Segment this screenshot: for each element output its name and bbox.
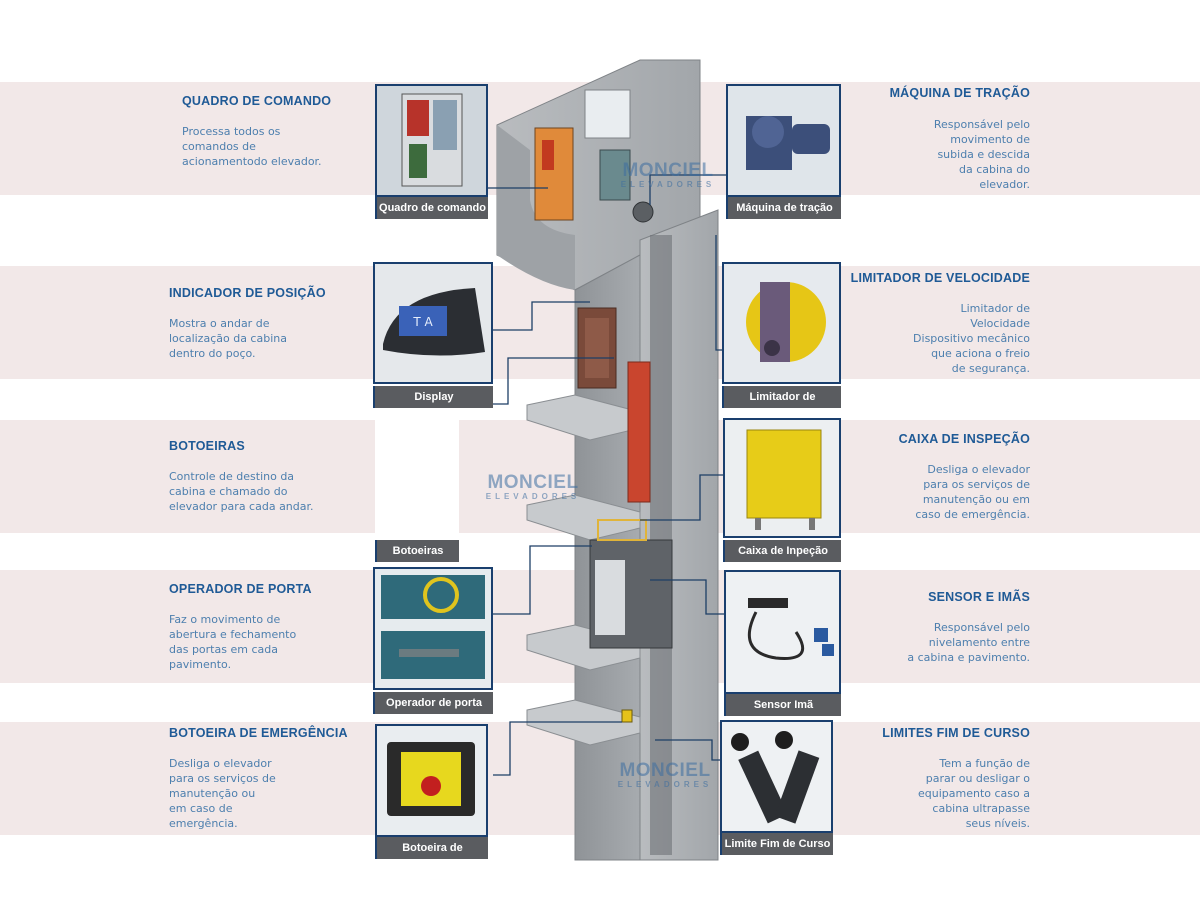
caption-maquina-de-tracao: Máquina de tração xyxy=(726,197,841,219)
caption-botoeiras: Botoeiras xyxy=(375,540,459,562)
buttons-icon xyxy=(375,420,459,533)
traction-machine-icon xyxy=(726,84,841,197)
component-title: CAIXA DE INSPEÇÃO xyxy=(898,432,1030,446)
caption-caixa-de-inpecao: Caixa de Inpeção xyxy=(723,540,841,562)
component-title: LIMITADOR DE VELOCIDADE xyxy=(850,271,1030,285)
component-title: INDICADOR DE POSIÇÃO xyxy=(169,286,326,300)
limit-switch-icon xyxy=(720,720,833,833)
component-title: BOTOEIRAS xyxy=(169,439,245,453)
component-title: BOTOEIRA DE EMERGÊNCIA xyxy=(169,726,348,740)
component-title: MÁQUINA DE TRAÇÃO xyxy=(889,86,1030,100)
caption-quadro-de-comando: Quadro de comando xyxy=(375,197,488,219)
component-title: OPERADOR DE PORTA xyxy=(169,582,312,596)
emergency-button-icon xyxy=(375,724,488,837)
component-title: LIMITES FIM DE CURSO xyxy=(882,726,1030,740)
control-panel-icon xyxy=(375,84,488,197)
sensor-magnet-icon xyxy=(724,570,841,694)
caption-botoeira-de-emergencia: Botoeira de emergência xyxy=(375,837,488,876)
speed-limiter-icon xyxy=(722,262,841,384)
caption-limitador-de-velocidade: Limitador de velocidade xyxy=(722,386,841,425)
inspection-box-icon xyxy=(723,418,841,538)
display-icon: T A xyxy=(373,262,493,384)
caption-limite-fim-de-curso: Limite Fim de Curso xyxy=(720,833,833,855)
component-title: QUADRO DE COMANDO xyxy=(182,94,332,108)
svg-text:T A: T A xyxy=(412,315,433,329)
door-operator-icon xyxy=(373,567,493,690)
component-title: SENSOR E IMÃS xyxy=(928,590,1030,604)
caption-sensor-ima: Sensor Imã xyxy=(724,694,841,716)
caption-display: Display xyxy=(373,386,493,408)
caption-operador-de-porta: Operador de porta xyxy=(373,692,493,714)
